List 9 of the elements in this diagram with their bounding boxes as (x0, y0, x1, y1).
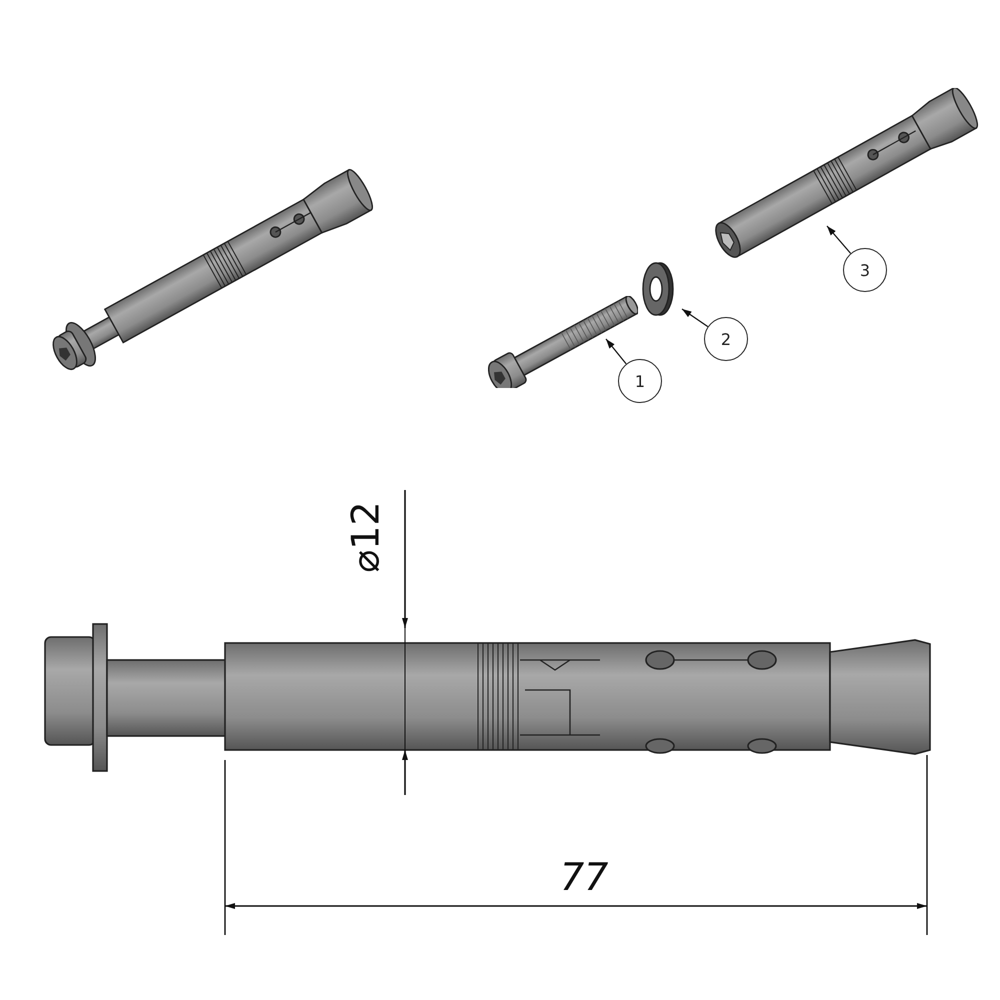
dimension-text: 77 (560, 858, 608, 896)
leader-line (826, 226, 852, 254)
callout-number: 3 (843, 248, 887, 292)
leader-line (606, 338, 627, 364)
callout-number: 2 (704, 317, 748, 361)
dimension-text: ⌀12 (346, 501, 385, 573)
screw-drawing (488, 296, 638, 388)
leader-line (682, 308, 708, 328)
callout-number: 1 (618, 359, 662, 403)
